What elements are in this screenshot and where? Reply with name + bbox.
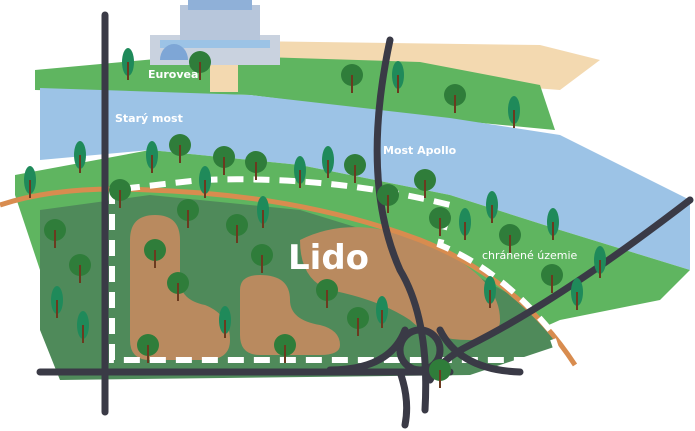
label-lido: Lido [288, 238, 370, 278]
tree [167, 272, 189, 301]
tree [347, 307, 369, 336]
tree [146, 141, 158, 173]
tree [484, 276, 496, 308]
tree [245, 151, 267, 180]
label-einsteinova: Einsteinova [200, 378, 264, 391]
tree [508, 96, 520, 128]
tree [251, 244, 273, 273]
tree [429, 359, 451, 388]
tree [571, 278, 583, 310]
tree [274, 334, 296, 363]
tree [177, 199, 199, 228]
tree [459, 208, 471, 240]
tree [44, 219, 66, 248]
tree [429, 207, 451, 236]
label-chranene-uzemie: chránené územie [482, 249, 578, 262]
tree [392, 61, 404, 93]
tree [316, 279, 338, 308]
tree [257, 196, 269, 228]
tree [344, 154, 366, 183]
tree [169, 134, 191, 163]
tree [541, 264, 563, 293]
tree [414, 169, 436, 198]
protected-area-boundary [109, 176, 565, 363]
tree [486, 191, 498, 223]
tree [322, 146, 334, 178]
tree [51, 286, 63, 318]
tree [69, 254, 91, 283]
tree [594, 246, 606, 278]
tree [341, 64, 363, 93]
tree [213, 146, 235, 175]
label-most-apollo: Most Apollo [383, 144, 457, 157]
tree [122, 48, 134, 80]
north-bank [35, 55, 555, 130]
tree [547, 208, 559, 240]
label-eurovea: Eurovea [148, 68, 199, 81]
tree [137, 334, 159, 363]
tree [77, 311, 89, 343]
tree [294, 156, 306, 188]
road-most-apollo [373, 36, 430, 414]
tree [199, 166, 211, 198]
tree [219, 306, 231, 338]
eurovea-building [150, 0, 280, 65]
tree [24, 166, 36, 198]
danube-river [40, 88, 690, 270]
tree [74, 141, 86, 173]
tree [144, 239, 166, 268]
tree [499, 224, 521, 253]
trees [24, 48, 606, 388]
tree [376, 296, 388, 328]
label-stary-most: Starý most [115, 112, 183, 125]
tree [109, 179, 131, 208]
tree [377, 184, 399, 213]
tree [444, 84, 466, 113]
tree [189, 51, 211, 80]
tree [226, 214, 248, 243]
